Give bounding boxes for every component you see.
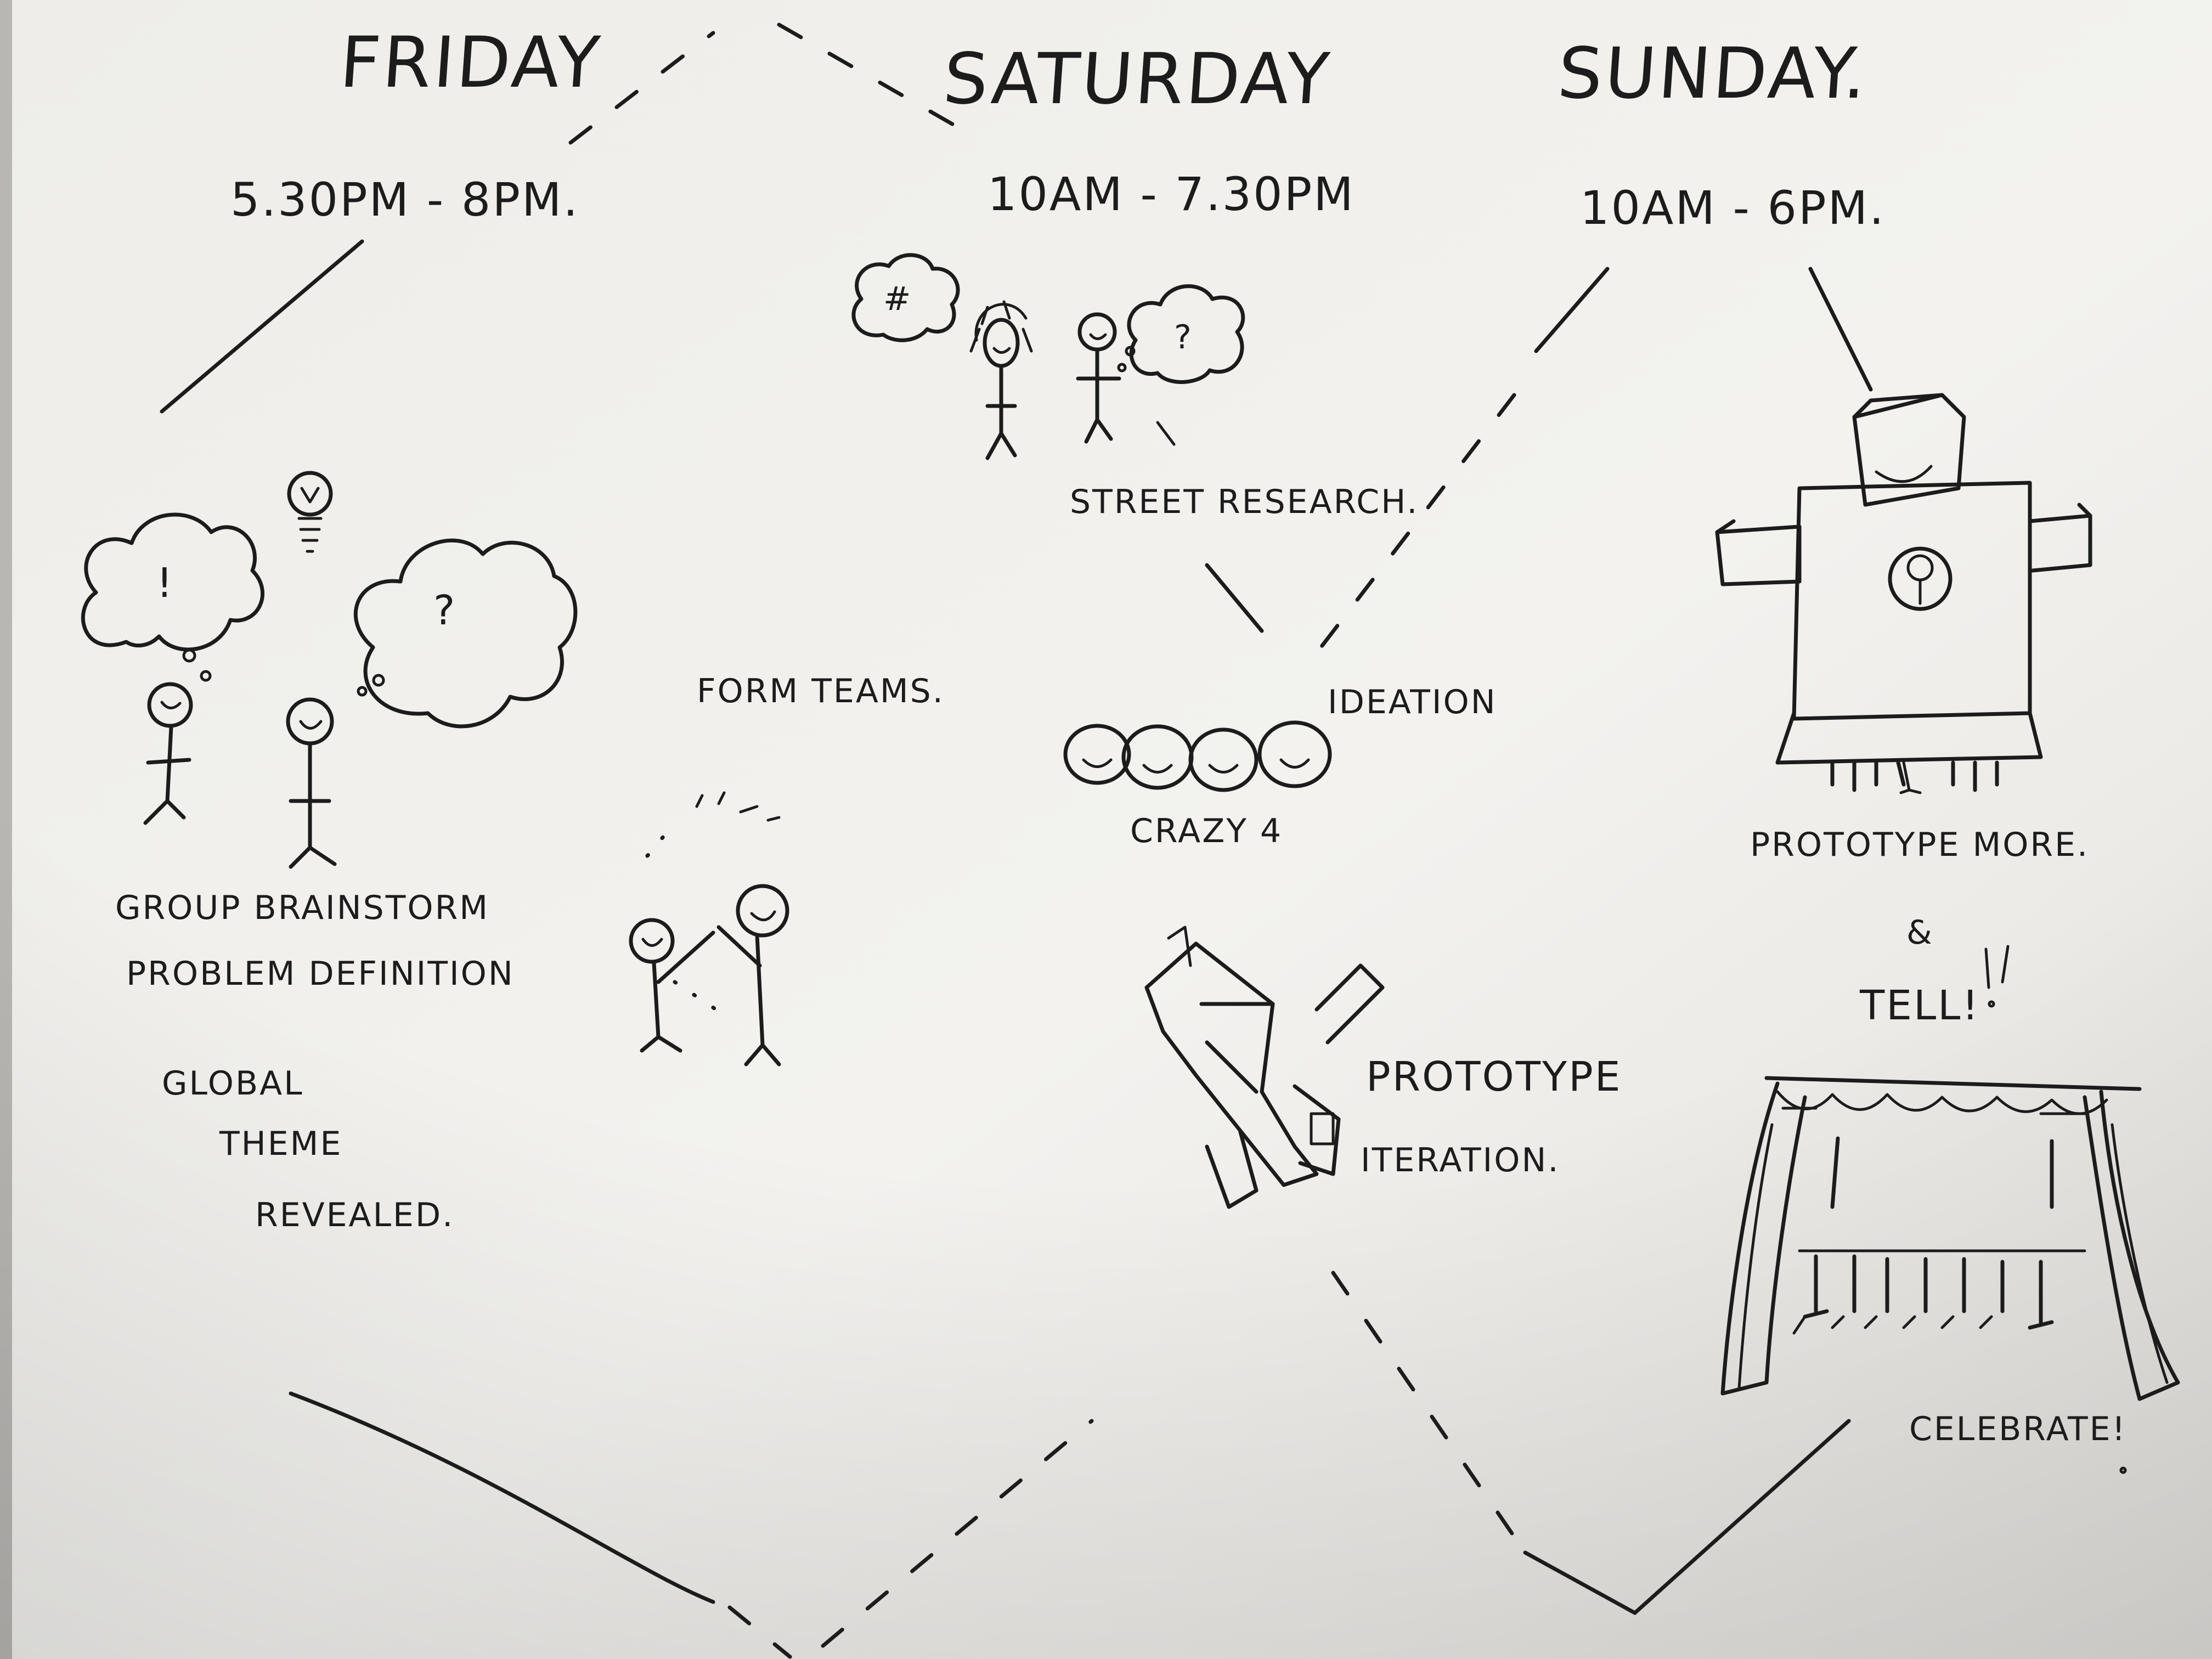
label-revealed: revealed. [255,1196,455,1234]
label-prototype-more: Prototype More. [1750,826,2090,864]
high-five-sparks [645,791,781,1017]
stick-figure-icon [969,300,1033,460]
day-title-friday: Friday [337,22,605,104]
stick-figure-icon [143,682,193,825]
question-mark-small: ? [1174,318,1193,357]
stick-figure-icon [286,697,337,869]
label-tell: tell! [1860,982,1980,1029]
stick-figure-icon [716,884,789,1066]
label-crazy-4: Crazy 4 [1130,812,1283,850]
label-ampersand: & [1906,913,1934,952]
timeline-path [160,22,1873,1659]
label-iteration: Iteration. [1361,1141,1560,1180]
label-street-research: Street Research. [1070,483,1419,521]
label-problem-definition: Problem Definition [126,955,515,993]
smiley-face-icon [1257,720,1332,788]
day-title-sunday: Sunday. [1555,33,1871,115]
stick-figure-icon [629,918,715,1053]
label-ideation: Ideation [1328,683,1497,721]
celebrate-marks [1984,945,2127,1474]
thought-cloud-icon [353,538,578,729]
exclaim-mark: ! [156,560,174,607]
label-group-brainstorm: Group Brainstorm [115,889,490,927]
thought-cloud-icon [1117,284,1245,384]
label-global: Global [162,1064,304,1103]
cardboard-prototype-icon [1144,926,1385,1209]
lightbulb-icon [287,471,333,553]
thought-cloud-icon [851,253,960,342]
day-time-friday: 5.30PM - 8PM. [230,173,580,227]
smiley-face-icon [1063,724,1131,785]
day-title-saturday: Saturday [940,38,1334,120]
stick-figure-icon [1076,312,1176,446]
label-celebrate: Celebrate! [1909,1410,2127,1448]
label-form-teams: Form Teams. [697,672,945,710]
robot-costume-icon [1715,393,2092,794]
day-time-sunday: 10AM - 6PM. [1580,181,1886,235]
label-theme: theme [219,1125,343,1163]
hash-mark: # [883,280,913,318]
question-mark: ? [433,587,457,634]
day-time-saturday: 10AM - 7.30PM [988,167,1355,221]
stage-curtain-icon [1720,1076,2180,1401]
label-prototype: Prototype [1366,1053,1622,1101]
thought-cloud-icon [81,512,264,682]
smiley-face-icon [1188,727,1259,792]
